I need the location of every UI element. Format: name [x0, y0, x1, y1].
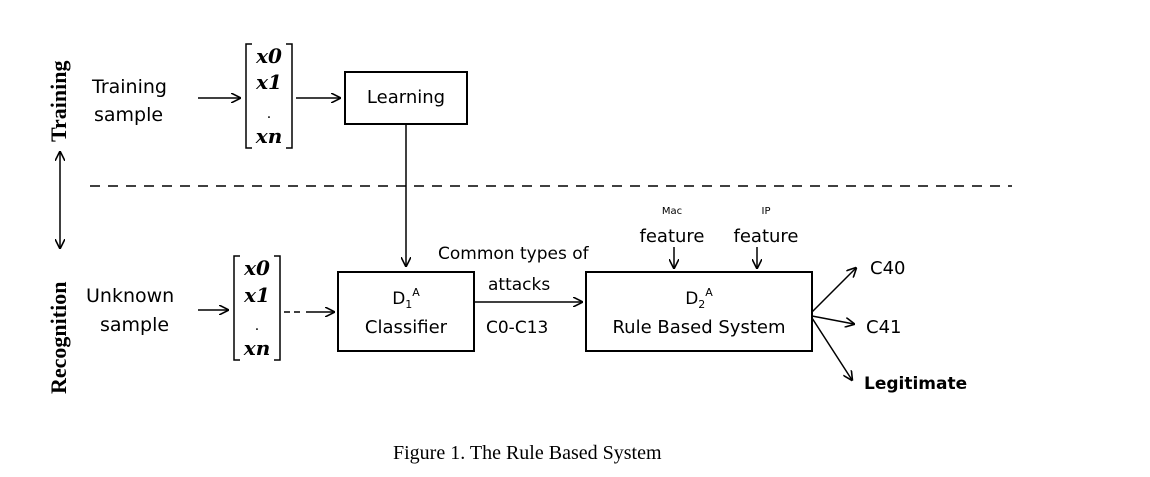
training-vector: x0 x1 . xn: [245, 43, 293, 149]
classifier-name-sub: 1: [405, 298, 412, 311]
rule-name-base: D: [685, 289, 698, 309]
unknown-sample-label-line1: Unknown: [86, 285, 174, 307]
output-arrow-legitimate: [811, 317, 852, 380]
training-vector-xn: xn: [255, 124, 282, 148]
recognition-side-label: Recognition: [46, 282, 71, 394]
unknown-sample-label-line2: sample: [100, 314, 169, 336]
classifier-name-sup: A: [412, 286, 420, 299]
recognition-vector-dot: .: [255, 318, 259, 334]
ip-feature-small: IP: [762, 206, 771, 217]
training-vector-x0: x0: [255, 44, 282, 68]
edge-label-top-line1: Common types of: [438, 244, 590, 264]
output-c41: C41: [866, 317, 901, 338]
mac-feature-label: feature: [640, 226, 705, 247]
output-c40: C40: [870, 258, 905, 279]
training-sample-label-line2: sample: [94, 104, 163, 126]
training-vector-x1: x1: [255, 70, 282, 94]
rule-box-label: Rule Based System: [612, 317, 785, 338]
training-vector-dot: .: [267, 106, 271, 122]
mac-feature-small: Mac: [662, 206, 682, 217]
classifier-box-label: Classifier: [365, 317, 448, 338]
learning-box-label: Learning: [367, 87, 445, 108]
edge-label-top-line2: attacks: [488, 275, 550, 295]
output-arrow-c41: [811, 315, 854, 324]
ip-feature-label: feature: [734, 226, 799, 247]
classifier-box: [337, 271, 475, 352]
edge-label-bottom: C0-C13: [486, 318, 548, 338]
recognition-vector-x1: x1: [243, 283, 270, 307]
recognition-vector: x0 x1 . xn: [233, 255, 281, 361]
rule-name-sub: 2: [698, 298, 705, 311]
training-side-label: Training: [46, 60, 71, 142]
training-sample-label-line1: Training: [91, 76, 167, 98]
rule-name-sup: A: [705, 286, 713, 299]
classifier-name-base: D: [392, 289, 405, 309]
output-legitimate: Legitimate: [864, 374, 967, 394]
output-arrow-c40: [811, 268, 856, 313]
figure-caption: Figure 1. The Rule Based System: [393, 442, 662, 464]
rule-based-system-box: [585, 271, 813, 352]
recognition-vector-xn: xn: [243, 336, 270, 360]
rule-box-name: D2A: [685, 286, 713, 311]
classifier-box-name: D1A: [392, 286, 420, 311]
recognition-vector-x0: x0: [243, 256, 270, 280]
